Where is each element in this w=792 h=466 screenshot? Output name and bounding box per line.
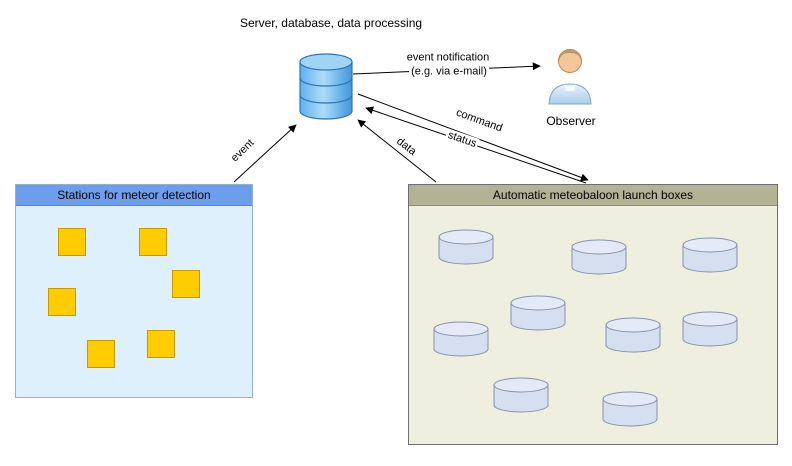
database-icon [296, 52, 356, 122]
meteor-station-shape [147, 330, 175, 358]
launch-box-cylinder [682, 237, 738, 273]
server-label: Server, database, data processing [239, 16, 423, 30]
database-icon-graphic [299, 53, 353, 120]
meteor-station-shape [58, 228, 86, 256]
observer-label: Observer [546, 114, 596, 128]
launch-box-cylinder [682, 311, 738, 347]
stations-box-title: Stations for meteor detection [16, 185, 252, 206]
edge-label-event-notification-line1: event notification [404, 51, 492, 65]
meteor-station-shape [139, 228, 167, 256]
edge-label-status: status [444, 128, 480, 152]
launch-box-title: Automatic meteobaloon launch boxes [409, 185, 777, 206]
launch-box-cylinder [433, 321, 489, 357]
launch-box-cylinder [605, 317, 661, 353]
meteor-station-shape [48, 288, 76, 316]
edge-label-data: data [391, 134, 421, 160]
launch-box-cylinder [571, 239, 627, 275]
meteor-station-shape [87, 340, 115, 368]
launch-box: Automatic meteobaloon launch boxes [408, 184, 778, 445]
stations-box: Stations for meteor detection [15, 184, 253, 398]
edge-data [357, 119, 437, 183]
observer-icon [544, 45, 596, 105]
launch-box-cylinder [510, 295, 566, 331]
launch-box-cylinder [602, 391, 658, 427]
observer-icon-graphic [548, 49, 592, 105]
meteor-station-shape [172, 270, 200, 298]
edge-label-event: event [227, 135, 259, 167]
launch-box-cylinder [438, 229, 494, 265]
launch-box-cylinder [493, 377, 549, 413]
edge-label-event-notification-line2: (e.g. via e-mail) [409, 65, 489, 79]
